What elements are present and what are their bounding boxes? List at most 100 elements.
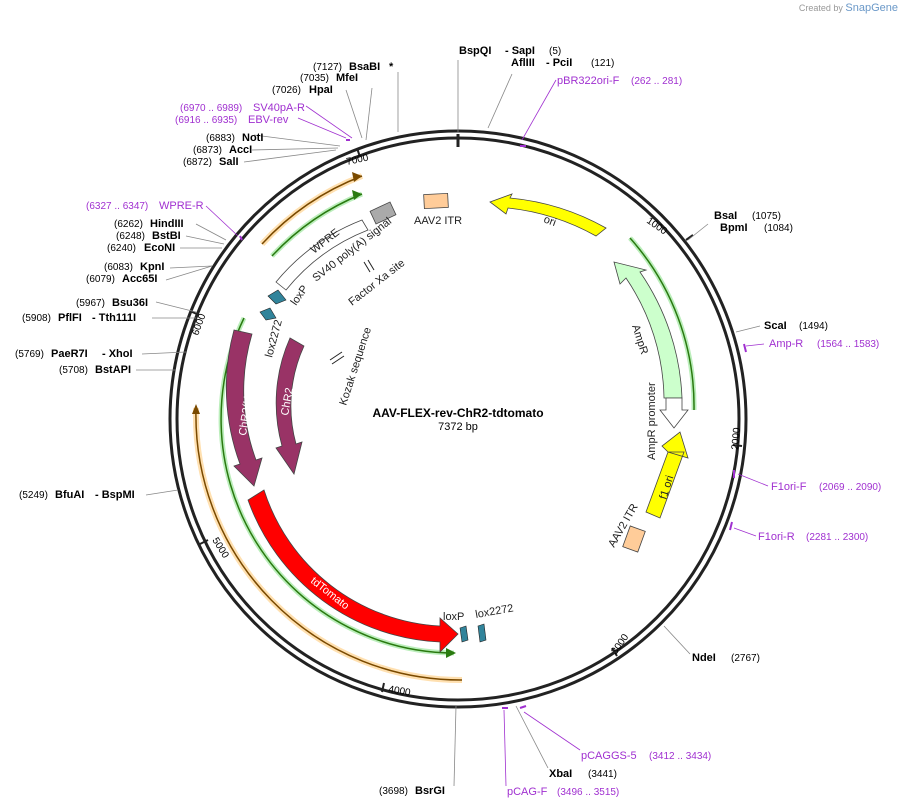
site-kpni: KpnI bbox=[140, 261, 164, 273]
primer-pbr322ori-f: pBR322ori-F bbox=[557, 75, 620, 87]
lox2272-bottom-label: lox2272 bbox=[474, 602, 514, 621]
site-hindiii-pos: (6262) bbox=[114, 219, 143, 230]
primer-f1ori-f: F1ori-F bbox=[771, 481, 807, 493]
primer-pcaggs-5-range: (3412 .. 3434) bbox=[649, 751, 711, 762]
kozak-label: Kozak sequence bbox=[337, 326, 374, 407]
site-acc65i: Acc65I bbox=[122, 273, 157, 285]
site-afliii-pos: (121) bbox=[591, 58, 614, 69]
primer-wpre-r-range: (6327 .. 6347) bbox=[86, 201, 148, 212]
tick-4000: 4000 bbox=[387, 684, 411, 699]
site-noti-pos: (6883) bbox=[206, 133, 235, 144]
site-tth111i: - Tth111I bbox=[92, 312, 136, 324]
site-ndei: NdeI bbox=[692, 652, 716, 664]
loxp-bottom-feature[interactable] bbox=[459, 625, 469, 643]
primer-pcag-f-range: (3496 .. 3515) bbox=[557, 787, 619, 798]
site-pflfi-pos: (5908) bbox=[22, 313, 51, 324]
site-hpai: HpaI bbox=[309, 84, 333, 96]
site-bspqi-pos: (5) bbox=[549, 46, 561, 57]
primer-amp-r: Amp-R bbox=[769, 338, 803, 350]
tick-2000: 2000 bbox=[730, 427, 743, 451]
loxp-top-label: loxP bbox=[289, 283, 311, 307]
primer-pcag-f: pCAG-F bbox=[507, 786, 548, 798]
site-scai: ScaI bbox=[764, 320, 787, 332]
primer-pcaggs-5: pCAGGS-5 bbox=[581, 750, 637, 762]
site-paer7i-pos: (5769) bbox=[15, 349, 44, 360]
chr2-h134r-feature[interactable] bbox=[225, 329, 263, 487]
site-afliii: AflIII bbox=[511, 57, 535, 69]
tick-6000: 6000 bbox=[190, 312, 208, 337]
lox2272-bottom-feature[interactable] bbox=[477, 623, 487, 643]
sv40-polya-feature[interactable] bbox=[369, 201, 397, 225]
site-hindiii: HindIII bbox=[150, 218, 184, 230]
ampr-label: AmpR bbox=[629, 323, 650, 356]
site-acci-pos: (6873) bbox=[193, 145, 222, 156]
site-bsabi-star: * bbox=[389, 61, 394, 73]
site-bfuai-pos: (5249) bbox=[19, 490, 48, 501]
site-ndei-pos: (2767) bbox=[731, 653, 760, 664]
tick-7000: 7000 bbox=[345, 152, 369, 167]
primer-amp-r-range: (1564 .. 1583) bbox=[817, 339, 879, 350]
primer-sv40pa-r: SV40pA-R bbox=[253, 102, 305, 114]
loxp-top-feature[interactable] bbox=[267, 289, 287, 305]
site-mfei-pos: (7035) bbox=[300, 73, 329, 84]
ampr-feature[interactable] bbox=[613, 261, 683, 399]
site-sali: SalI bbox=[219, 156, 239, 168]
site-hpai-pos: (7026) bbox=[272, 85, 301, 96]
snapgene-watermark: Created by SnapGene bbox=[798, 2, 898, 14]
site-xhoi: - XhoI bbox=[102, 348, 133, 360]
site-bsai: BsaI bbox=[714, 210, 737, 222]
aav2-itr-bottom-feature[interactable] bbox=[622, 525, 646, 553]
site-paer7i: PaeR7I bbox=[51, 348, 88, 360]
chr2-feature[interactable] bbox=[275, 337, 305, 475]
loxp-bottom-label: loxP bbox=[443, 611, 464, 623]
site-mfei: MfeI bbox=[336, 72, 358, 84]
site-econi: EcoNI bbox=[144, 242, 175, 254]
site-xbai: XbaI bbox=[549, 768, 572, 780]
site-bstapi-pos: (5708) bbox=[59, 365, 88, 376]
site-pflfi: PflFI bbox=[58, 312, 82, 324]
lox2272-top-feature[interactable] bbox=[259, 307, 277, 321]
site-acci: AccI bbox=[229, 144, 252, 156]
site-bsabi-pos: (7127) bbox=[313, 62, 342, 73]
site-pcii: - PciI bbox=[546, 57, 572, 69]
plasmid-name: AAV-FLEX-rev-ChR2-tdtomato bbox=[372, 406, 543, 420]
factor-xa-label: Factor Xa site bbox=[346, 257, 407, 308]
primer-f1ori-f-range: (2069 .. 2090) bbox=[819, 482, 881, 493]
plasmid-length: 7372 bp bbox=[438, 421, 478, 433]
site-scai-pos: (1494) bbox=[799, 321, 828, 332]
aav2-itr-top-label: AAV2 ITR bbox=[414, 215, 462, 227]
primer-pbr322ori-f-range: (262 .. 281) bbox=[631, 76, 682, 87]
aav2-itr-top-feature[interactable] bbox=[423, 192, 449, 210]
site-econi-pos: (6240) bbox=[107, 243, 136, 254]
primer-ebv-rev-range: (6916 .. 6935) bbox=[175, 115, 237, 126]
site-bspqi: BspQI bbox=[459, 45, 491, 57]
primer-ebv-rev: EBV-rev bbox=[248, 114, 289, 126]
site-bsrgi-pos: (3698) bbox=[379, 786, 408, 797]
ori-feature[interactable] bbox=[489, 193, 607, 237]
site-bspmi: - BspMI bbox=[95, 489, 135, 501]
tdtomato-feature[interactable] bbox=[247, 489, 459, 653]
site-bstbi-pos: (6248) bbox=[116, 231, 145, 242]
site-bfuai: BfuAI bbox=[55, 489, 84, 501]
primer-f1ori-r: F1ori-R bbox=[758, 531, 795, 543]
ampr-promoter-feature[interactable] bbox=[659, 397, 689, 429]
primer-wpre-r: WPRE-R bbox=[159, 200, 204, 212]
site-bsu36i: Bsu36I bbox=[112, 297, 148, 309]
site-bpmi: BpmI bbox=[720, 222, 748, 234]
site-sapi: - SapI bbox=[505, 45, 535, 57]
f1-ori-feature[interactable] bbox=[645, 431, 689, 519]
site-sali-pos: (6872) bbox=[183, 157, 212, 168]
primer-f1ori-r-range: (2281 .. 2300) bbox=[806, 532, 868, 543]
site-bsrgi: BsrGI bbox=[415, 785, 445, 797]
site-kpni-pos: (6083) bbox=[104, 262, 133, 273]
site-noti: NotI bbox=[242, 132, 263, 144]
site-xbai-pos: (3441) bbox=[588, 769, 617, 780]
wpre-feature[interactable] bbox=[275, 219, 369, 291]
site-bstbi: BstBI bbox=[152, 230, 181, 242]
site-bpmi-pos: (1084) bbox=[764, 223, 793, 234]
primer-sv40pa-r-range: (6970 .. 6989) bbox=[180, 103, 242, 114]
site-bsabi: BsaBI bbox=[349, 61, 380, 73]
chr2-label: ChR2 bbox=[279, 387, 296, 417]
lox2272-top-label: lox2272 bbox=[263, 318, 285, 358]
